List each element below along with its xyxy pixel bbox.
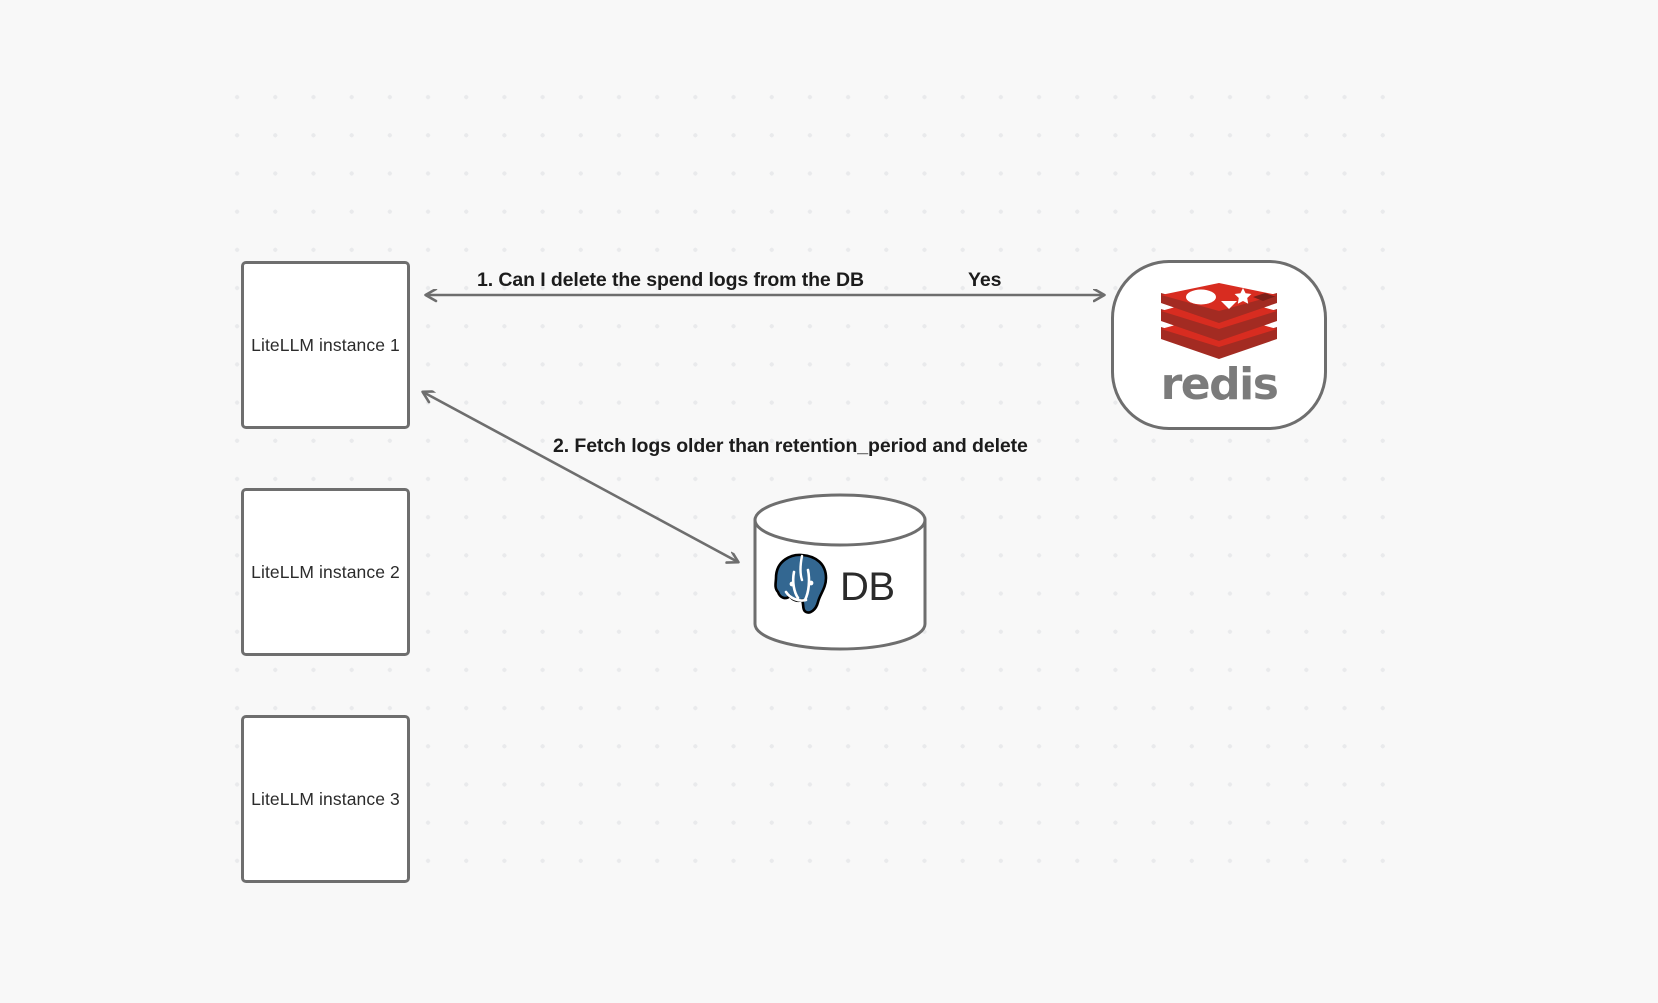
- edge-litellm1-database: [423, 392, 738, 562]
- node-litellm-instance-3[interactable]: LiteLLM instance 3: [241, 715, 410, 883]
- database-label: DB: [840, 565, 895, 609]
- postgresql-elephant-icon: [772, 551, 829, 616]
- node-litellm-instance-2-label: LiteLLM instance 2: [251, 561, 400, 582]
- node-litellm-instance-2[interactable]: LiteLLM instance 2: [241, 488, 410, 656]
- redis-logo: redis: [1114, 263, 1324, 427]
- node-litellm-instance-3-label: LiteLLM instance 3: [251, 788, 400, 809]
- edge-label-1: 1. Can I delete the spend logs from the …: [477, 269, 864, 291]
- node-litellm-instance-1-label: LiteLLM instance 1: [251, 334, 400, 355]
- node-database[interactable]: DB: [752, 493, 928, 651]
- node-redis[interactable]: redis: [1111, 260, 1327, 430]
- redis-wordmark: redis: [1160, 359, 1279, 410]
- redis-stack-icon: [1161, 283, 1277, 359]
- edge-label-2: 2. Fetch logs older than retention_perio…: [553, 435, 1028, 457]
- node-litellm-instance-1[interactable]: LiteLLM instance 1: [241, 261, 410, 429]
- edge-label-yes: Yes: [968, 269, 1002, 291]
